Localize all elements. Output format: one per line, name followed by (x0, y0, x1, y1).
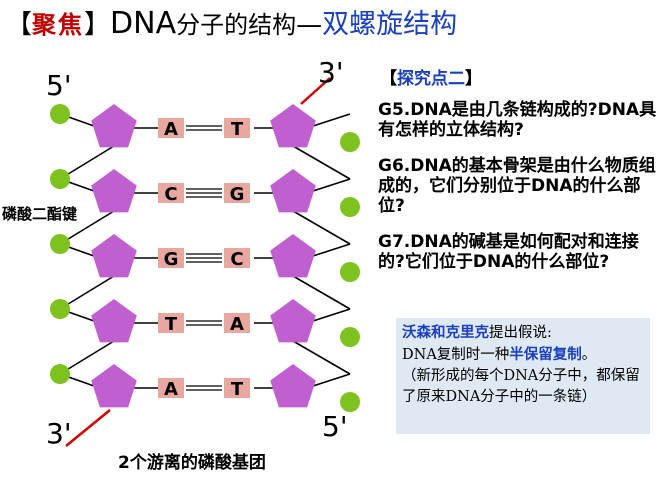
left-backbone-link (59, 145, 115, 180)
free-phosphate-bond-top (300, 77, 331, 105)
right-phosphate-sugar-link (312, 243, 351, 257)
left-base-box (158, 378, 184, 398)
left-deoxyribose-sugar (91, 234, 137, 278)
left-backbone-link (59, 340, 115, 375)
free-phosphate-label: 2个游离的磷酸基团 (118, 453, 266, 473)
explore-bracket-close: 】 (465, 69, 482, 89)
right-phosphate-sugar-link (312, 178, 351, 192)
scientist-names: 沃森和克里克 (402, 324, 489, 341)
end-label-bottom-left: 3' (46, 417, 72, 450)
right-base-letter: A (230, 314, 244, 335)
right-phosphate (340, 392, 360, 412)
right-phosphate (340, 132, 360, 152)
left-deoxyribose-sugar (91, 169, 137, 213)
left-base-box (158, 183, 184, 203)
left-base-letter: C (164, 184, 177, 205)
left-base-letter: A (164, 119, 178, 140)
left-deoxyribose-sugar (91, 364, 137, 408)
right-phosphate (340, 327, 360, 347)
right-phosphate-sugar-link (312, 308, 351, 322)
right-deoxyribose-sugar (270, 169, 316, 213)
right-deoxyribose-sugar (270, 234, 316, 278)
left-base-letter: A (164, 379, 178, 400)
hypothesis-intro: 提出假说: (489, 325, 552, 341)
explore-heading-text: 探究点二 (397, 69, 465, 89)
title-dash: — (296, 10, 323, 40)
title-helix: 双螺旋结构 (322, 9, 458, 40)
right-base-letter: T (231, 379, 244, 400)
right-phosphate (340, 197, 360, 217)
left-phosphate (50, 169, 70, 189)
end-label-top-right: 3' (318, 56, 344, 89)
left-backbone-link (59, 275, 115, 310)
right-backbone-link (292, 145, 351, 180)
right-base-box (224, 118, 250, 138)
right-phosphate-sugar-link (312, 373, 351, 387)
left-phosphate (50, 234, 70, 254)
hypothesis-text-c: 。 (581, 347, 597, 363)
left-phosphate (50, 104, 70, 124)
left-backbone-link (59, 210, 115, 245)
left-phosphate (50, 364, 70, 384)
explore-heading: 【探究点二】 (380, 64, 482, 89)
right-backbone-link (292, 210, 351, 245)
title-subject: 分子的结构 (176, 11, 297, 39)
left-base-box (158, 118, 184, 138)
right-backbone-link (292, 340, 351, 375)
right-base-box (224, 183, 250, 203)
left-base-letter: G (164, 249, 179, 270)
page-title: 【聚焦】DNA分子的结构—双螺旋结构 (6, 4, 457, 44)
right-deoxyribose-sugar (270, 299, 316, 343)
left-base-letter: T (165, 314, 178, 335)
semi-conservative-term: 半保留复制 (509, 346, 582, 363)
right-deoxyribose-sugar (270, 364, 316, 408)
left-base-box (158, 248, 184, 268)
question-g7: G7.DNA的碱基是如何配对和连接的?它们位于DNA的什么部位? (378, 232, 639, 272)
right-base-letter: T (231, 119, 244, 140)
right-base-box (224, 313, 250, 333)
right-base-box (224, 248, 250, 268)
title-bracket-open: 【 (6, 10, 33, 40)
hypothesis-line-2: DNA复制时一种半保留复制。 (402, 344, 644, 366)
right-base-letter: G (230, 184, 245, 205)
dna-structure-diagram: A T C G G C T A A T 5' 3' 3' 5' (46, 56, 360, 450)
phosphodiester-bond-label: 磷酸二酯键 (2, 205, 78, 223)
hypothesis-line-1: 沃森和克里克提出假说: (402, 322, 644, 344)
question-g6: G6.DNA的基本骨架是由什么物质组成的，它们分别位于DNA的什么部位? (378, 156, 656, 216)
title-bracket-close: 】 (84, 10, 111, 40)
hypothesis-line-3: （新形成的每个DNA分子中，都保留了原来DNA分子中的一条链） (402, 368, 640, 405)
free-phosphate-bond-bottom (65, 409, 111, 447)
right-phosphate (340, 262, 360, 282)
right-base-box (224, 378, 250, 398)
left-deoxyribose-sugar (91, 104, 137, 148)
left-deoxyribose-sugar (91, 299, 137, 343)
end-label-bottom-right: 5' (322, 410, 348, 443)
right-base-letter: C (230, 249, 243, 270)
end-label-top-left: 5' (46, 69, 72, 102)
right-backbone-link (292, 275, 351, 310)
hypothesis-box: 沃森和克里克提出假说: DNA复制时一种半保留复制。 （新形成的每个DNA分子中… (396, 318, 650, 434)
right-deoxyribose-sugar (270, 104, 316, 148)
left-base-box (158, 313, 184, 333)
title-focus: 聚焦 (32, 11, 85, 39)
left-phosphate (50, 299, 70, 319)
question-g5: G5.DNA是由几条链构成的?DNA具有怎样的立体结构? (378, 100, 657, 140)
right-phosphate-sugar-link (312, 113, 351, 127)
hypothesis-text-a: DNA复制时一种 (402, 347, 510, 363)
explore-bracket-open: 【 (380, 69, 397, 89)
title-dna: DNA (110, 6, 177, 41)
